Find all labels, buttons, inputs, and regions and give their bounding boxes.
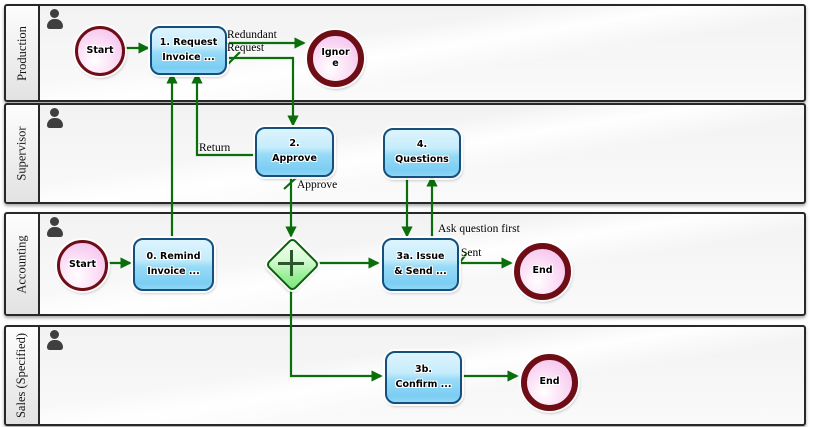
parallel-gateway[interactable] — [264, 236, 321, 293]
person-icon — [46, 108, 63, 132]
event-label: Start — [68, 259, 97, 271]
task-label: 4. Questions — [395, 139, 449, 165]
start-event-production[interactable]: Start — [75, 26, 125, 76]
person-icon — [46, 330, 63, 354]
flow-label-return: Return — [199, 142, 231, 154]
person-icon — [46, 217, 63, 241]
task-approve[interactable]: 2. Approve — [255, 127, 334, 177]
task-remind-invoice[interactable]: 0. Remind Invoice ... — [133, 238, 214, 291]
event-label: Ignore — [321, 46, 350, 69]
person-icon — [46, 9, 63, 33]
flow-request-to-approve[interactable] — [224, 56, 299, 127]
flow-gateway-to-confirm[interactable] — [289, 289, 383, 382]
end-event-accounting[interactable]: End — [514, 243, 571, 300]
task-label: 2. Approve — [272, 138, 317, 164]
task-label: 3b. Confirm ... — [395, 363, 452, 390]
flow-approve-return-to-request[interactable] — [191, 72, 255, 157]
flow-label-redundant-request: Redundant Request — [227, 29, 277, 54]
event-label: End — [532, 265, 553, 277]
task-request-invoice[interactable]: 1. Request Invoice ... — [150, 26, 227, 75]
default-flow-marker — [227, 51, 241, 65]
gateway-diamond-shape — [264, 236, 321, 293]
task-confirm[interactable]: 3b. Confirm ... — [385, 351, 462, 404]
start-event-accounting[interactable]: Start — [57, 240, 108, 291]
end-event-ignore[interactable]: Ignore — [307, 30, 364, 87]
flow-label-approve: Approve — [297, 179, 338, 191]
task-questions[interactable]: 4. Questions — [383, 128, 461, 178]
lane-label-sales[interactable]: Sales (Specified) — [6, 327, 40, 424]
task-label: 0. Remind Invoice ... — [146, 250, 201, 277]
flow-label-ask-question-first: Ask question first — [438, 223, 520, 235]
flow-label-sent: Sent — [461, 247, 482, 259]
task-label: 1. Request Invoice ... — [159, 36, 218, 63]
task-issue-send[interactable]: 3a. Issue & Send ... — [382, 238, 459, 291]
default-flow-marker — [283, 176, 298, 190]
lane-label-production[interactable]: Production — [6, 6, 40, 100]
event-label: End — [539, 376, 560, 388]
end-event-sales[interactable]: End — [521, 354, 578, 411]
task-label: 3a. Issue & Send ... — [394, 250, 447, 277]
event-label: Start — [86, 44, 114, 56]
lane-label-accounting[interactable]: Accounting — [6, 214, 40, 314]
lane-label-supervisor[interactable]: Supervisor — [6, 105, 40, 202]
plus-icon — [289, 250, 293, 276]
